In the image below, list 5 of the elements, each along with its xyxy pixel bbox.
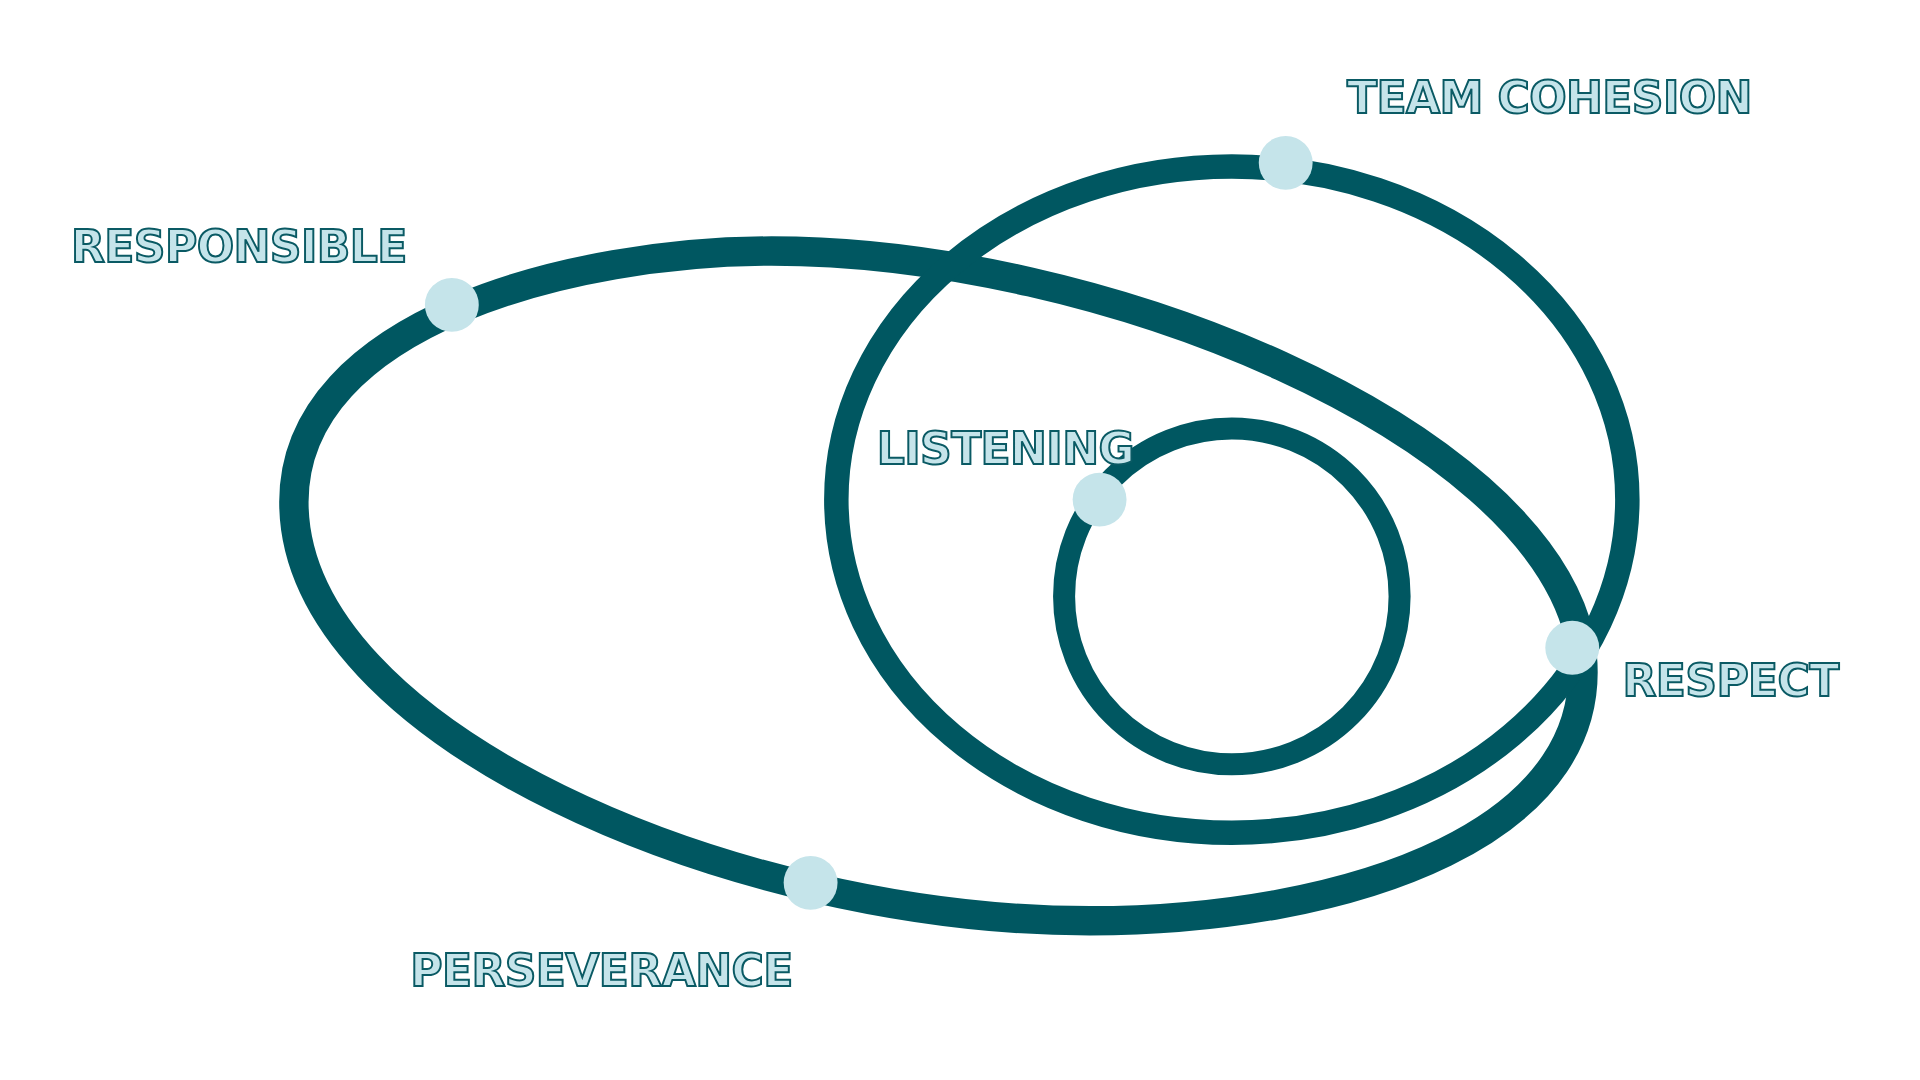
value-label: LISTENING bbox=[876, 427, 1135, 472]
value-label: TEAM COHESION bbox=[1346, 75, 1752, 120]
value-label: RESPECT bbox=[1622, 658, 1839, 703]
value-label: RESPONSIBLE bbox=[71, 225, 407, 270]
value-label: PERSEVERANCE bbox=[410, 949, 793, 994]
